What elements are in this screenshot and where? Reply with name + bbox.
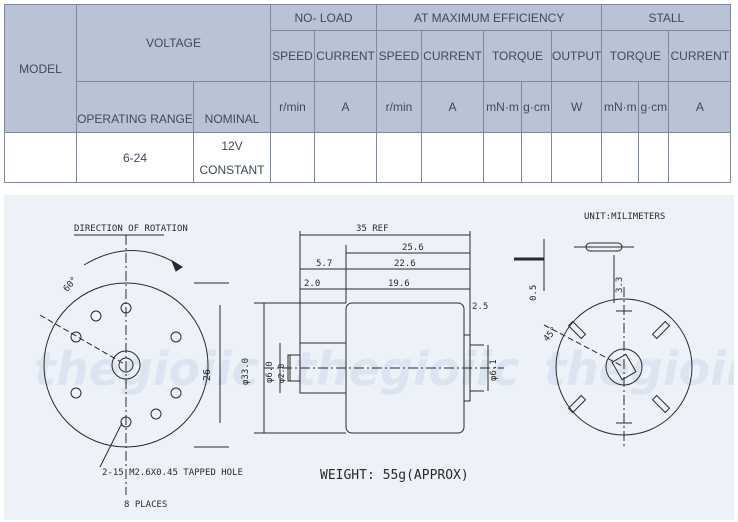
angle-line: [543, 324, 625, 368]
weight-label: WEIGHT: 55g(APPROX): [320, 468, 469, 483]
unit-a: A: [668, 81, 732, 133]
cell-empty: [550, 132, 603, 183]
cell-empty: [638, 132, 670, 183]
cell-nominal: 12V CONSTANT: [193, 132, 271, 183]
dim-dia33-label: φ33.0: [241, 358, 251, 385]
dim-25-6-label: 25.6: [402, 243, 424, 253]
header-current: CURRENT: [668, 30, 732, 82]
cell-model: [4, 132, 77, 183]
rear-slot: [611, 353, 637, 381]
header-no-load: NO- LOAD: [270, 4, 377, 31]
unit-a: A: [314, 81, 377, 133]
cell-empty: [376, 132, 422, 183]
unit-rmin: r/min: [270, 81, 315, 133]
cell-empty: [668, 132, 732, 183]
header-nominal: NOMINAL: [193, 81, 271, 133]
places-label: 8 PLACES: [124, 500, 167, 510]
nominal-line-2: CONSTANT: [199, 162, 265, 177]
rear-view: [543, 287, 693, 447]
rotation-arrow: [83, 250, 183, 268]
unit-gcm: g·cm: [638, 81, 670, 133]
unit-rmin: r/min: [376, 81, 422, 133]
dim-ref-label: 35 REF: [356, 224, 389, 234]
mount-hole: [90, 310, 102, 322]
header-torque: TORQUE: [483, 30, 552, 82]
cell-empty: [421, 132, 484, 183]
vent-slot: [651, 394, 671, 414]
watermark-right: thegioiic: [544, 342, 734, 396]
header-torque: TORQUE: [601, 30, 670, 82]
dim-dia6-1-label: φ6.1: [489, 359, 499, 381]
dim-dia2-label: φ2.0: [277, 364, 286, 383]
header-operating-range: OPERATING RANGE: [76, 81, 194, 133]
dim-3-3-label: 3.3: [615, 277, 625, 293]
rotation-arrowhead: [170, 259, 183, 272]
cell-empty: [601, 132, 640, 183]
header-current: CURRENT: [314, 30, 377, 82]
watermark-center: thegioiic: [294, 342, 519, 396]
header-max-efficiency: AT MAXIMUM EFFICIENCY: [375, 4, 603, 31]
tapped-hole-label: 2-15 M2.6X0.45 TAPPED HOLE: [102, 468, 243, 478]
dim-5-7-label: 5.7: [316, 259, 332, 269]
mount-hole: [170, 387, 182, 399]
header-speed: SPEED: [376, 30, 422, 82]
leader-line: [99, 422, 123, 468]
dim-19-6-label: 19.6: [388, 279, 410, 289]
motor-spec-table: MODEL VOLTAGE NO- LOAD AT MAXIMUM EFFICI…: [4, 4, 732, 183]
header-current: CURRENT: [421, 30, 484, 82]
cell-operating-range: 6-24: [76, 132, 194, 183]
header-output: OUTPUT: [550, 30, 603, 82]
cell-empty: [483, 132, 522, 183]
header-speed: SPEED: [270, 30, 315, 82]
unit-gcm: g·cm: [521, 81, 552, 133]
dim-22-6-label: 22.6: [394, 259, 416, 269]
unit-a: A: [421, 81, 484, 133]
motor-drawing: thegioiic thegioiic thegioiic: [34, 212, 734, 510]
nominal-line-1: 12V: [221, 138, 243, 153]
mount-hole: [150, 408, 162, 420]
vent-slot: [567, 320, 587, 340]
unit-w: W: [550, 81, 603, 133]
terminal-detail: [514, 239, 634, 303]
dim-0-5-label: 0.5: [529, 285, 539, 301]
unit-mnm: mN·m: [601, 81, 640, 133]
angle-60-label: 60°: [62, 275, 80, 294]
side-view: [254, 231, 504, 434]
mount-hole: [70, 387, 82, 399]
vent-slot: [651, 320, 671, 340]
unit-mnm: mN·m: [483, 81, 522, 133]
cell-empty: [314, 132, 377, 183]
mount-hole: [170, 331, 182, 343]
motor-drawing-panel: thegioiic thegioiic thegioiic: [4, 195, 734, 520]
header-stall: STALL: [601, 4, 732, 31]
dim-26-label: 26: [202, 369, 213, 381]
direction-label: DIRECTION OF ROTATION: [74, 224, 188, 234]
unit-label: UNIT:MILIMETERS: [584, 212, 665, 222]
dim-2-5-label: 2.5: [472, 302, 488, 312]
dim-dia6-label: φ6.0: [265, 361, 275, 383]
dim-2-0-label: 2.0: [304, 279, 320, 289]
vent-slot: [567, 394, 587, 414]
angle-line: [39, 314, 127, 366]
header-model: MODEL: [4, 4, 77, 133]
front-view: [39, 234, 229, 495]
mount-hole: [70, 331, 82, 343]
header-voltage: VOLTAGE: [76, 4, 271, 82]
cell-empty: [270, 132, 315, 183]
cell-empty: [521, 132, 552, 183]
watermark-left: thegioiic: [34, 342, 259, 396]
